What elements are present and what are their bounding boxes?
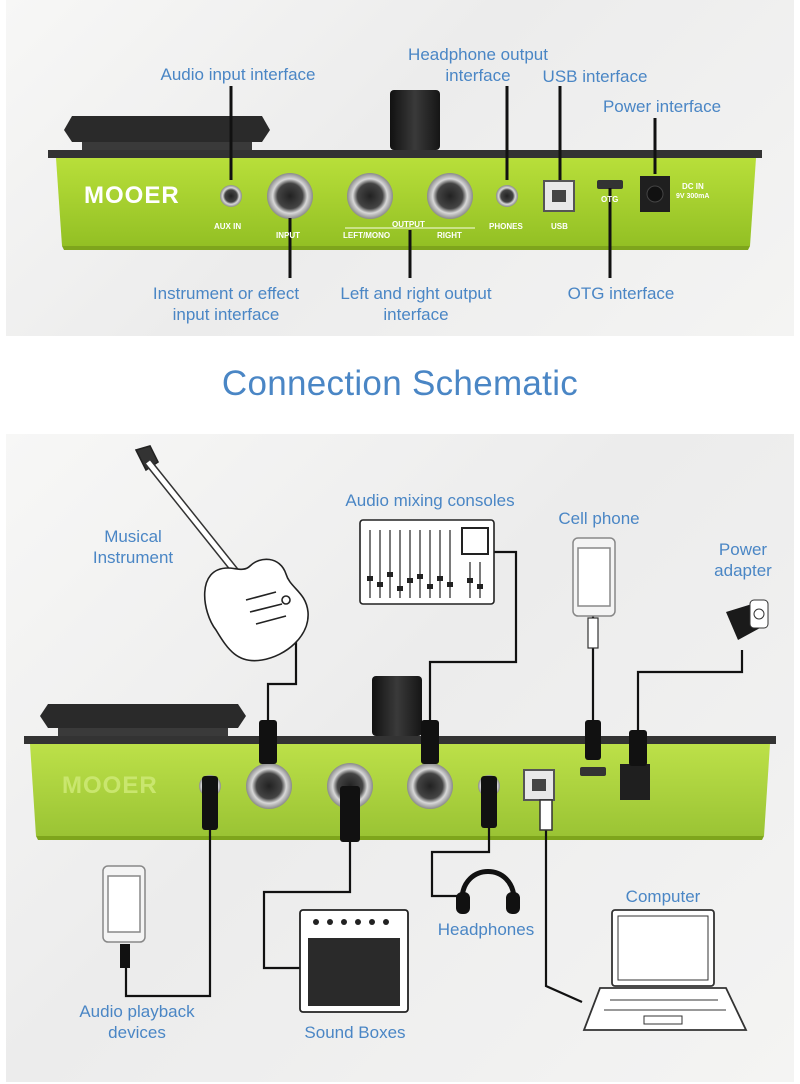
headphones-icon — [456, 869, 520, 914]
power-adapter-icon — [726, 599, 769, 640]
playback-devices-label: Audio playback devices — [79, 1002, 195, 1042]
output-label: OUTPUT — [392, 220, 425, 229]
cell-phone-icon — [572, 537, 616, 617]
power-interface-label: Power interface — [602, 97, 722, 116]
mixing-consoles-label: Audio mixing consoles — [345, 491, 515, 510]
brand-logo-bottom: MOOER — [62, 772, 158, 799]
device-bottom — [24, 676, 776, 840]
otg-port — [597, 180, 623, 189]
phones-label: PHONES — [489, 222, 523, 231]
audio-input-interface-label: Audio input interface — [160, 65, 316, 84]
input-label: INPUT — [276, 231, 300, 240]
guitar-icon — [134, 445, 309, 662]
aux-in-jack — [220, 185, 242, 207]
page-title: Connection Schematic — [221, 364, 579, 403]
computer-icon — [582, 909, 748, 1031]
otg-label: OTG — [601, 195, 619, 204]
computer-label: Computer — [625, 887, 701, 906]
right-output-jack — [427, 173, 473, 219]
sound-boxes-label: Sound Boxes — [304, 1023, 406, 1042]
phones-jack — [496, 185, 518, 207]
right-label: RIGHT — [437, 231, 462, 240]
input-jack — [267, 173, 313, 219]
left-right-output-interface-label: Left and right output interface — [340, 284, 492, 324]
headphone-output-interface-label: Headphone output interface — [408, 45, 548, 85]
playback-device-icon — [102, 865, 146, 943]
aux-in-label: AUX IN — [214, 222, 242, 231]
dc-rating-label: 9V 300mA — [676, 193, 710, 200]
cell-phone-label: Cell phone — [558, 509, 640, 528]
musical-instrument-label: Musical Instrument — [92, 527, 174, 567]
dc-in-label: DC IN — [682, 182, 704, 191]
usb-interface-label: USB interface — [542, 67, 648, 86]
cable-plugs — [202, 720, 647, 842]
left-mono-label: LEFT/MONO — [343, 231, 391, 240]
brand-logo-top: MOOER — [84, 182, 180, 209]
otg-interface-label: OTG interface — [567, 284, 675, 303]
usb-label: USB — [551, 222, 568, 231]
top-leader-lines — [229, 86, 657, 278]
left-output-jack — [347, 173, 393, 219]
mixing-console-icon — [359, 519, 495, 605]
headphones-label: Headphones — [437, 920, 535, 939]
sound-box-icon — [299, 909, 409, 1013]
instrument-input-interface-label: Instrument or effect input interface — [152, 284, 300, 324]
power-adapter-label: Power adapter — [714, 540, 772, 580]
